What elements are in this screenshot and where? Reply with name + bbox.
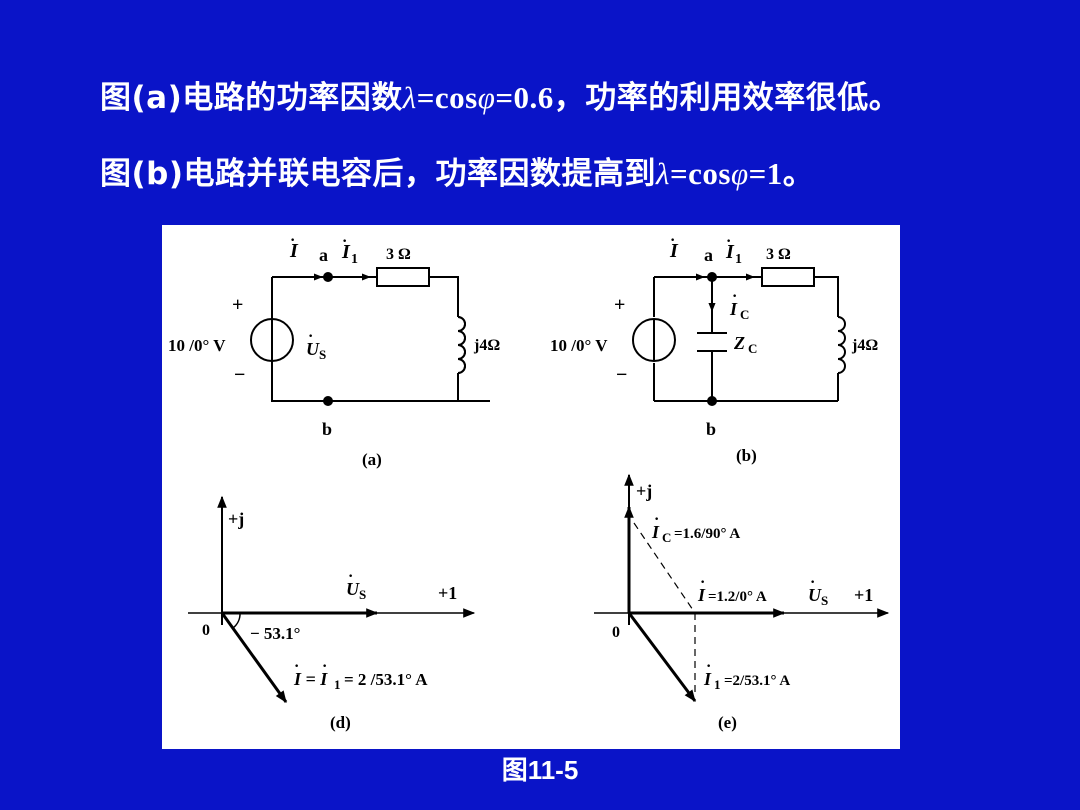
origin-e: 0 <box>612 624 620 641</box>
Ic-label-b: I <box>729 299 738 319</box>
line2-text-b: =1。 <box>748 156 815 191</box>
title-line-2: 图(b)电路并联电容后，功率因数提高到λ=cosφ=1。 <box>100 148 814 193</box>
current-I1-sub-b: 1 <box>735 252 742 267</box>
line2-text-a: 图(b)电路并联电容后，功率因数提高到 <box>100 156 657 192</box>
inductor-label-a: j4Ω <box>473 337 500 354</box>
Ic-e: I <box>651 522 660 542</box>
node-a-label-b: a <box>704 245 713 265</box>
label-a: (a) <box>362 450 382 469</box>
Us-sub-a: S <box>319 347 326 362</box>
node-b-label-b: b <box>706 419 716 439</box>
plus-b: + <box>614 294 625 316</box>
svg-text:·: · <box>670 232 675 249</box>
resistor-label-a: 3 Ω <box>386 246 411 263</box>
svg-text:·: · <box>726 233 731 250</box>
phasor-e <box>594 473 890 702</box>
circuit-a <box>271 267 490 402</box>
svg-text:·: · <box>654 511 659 528</box>
minus-b: − <box>616 364 627 386</box>
phasor-d <box>188 495 476 703</box>
phi-symbol: φ <box>730 156 749 191</box>
label-b: (b) <box>736 446 757 465</box>
lambda-symbol: λ <box>402 80 417 115</box>
source-label-b: 10 /0° V <box>550 336 608 355</box>
svg-text:·: · <box>294 658 299 675</box>
current-sub-d: 1 <box>334 677 341 692</box>
svg-text:·: · <box>322 658 327 675</box>
Us-sub-e: S <box>821 593 828 608</box>
Zc-label: Z <box>733 333 745 353</box>
Us-a: U <box>306 339 320 359</box>
line1-text-a: 图(a)电路的功率因数 <box>100 80 403 116</box>
source-label-a: 10 /0° V <box>168 336 226 355</box>
current-I1-sub-a: 1 <box>351 252 358 267</box>
current-I-b: I <box>669 240 679 262</box>
label-e: (e) <box>718 713 737 732</box>
current-d: I = I <box>293 669 328 689</box>
Zc-sub: C <box>748 341 757 356</box>
figure-panel: I · a I · 1 3 Ω + − 10 /0° V U · S j4Ω b… <box>162 225 900 749</box>
angle-d: − 53.1° <box>250 624 301 643</box>
svg-text:·: · <box>290 232 295 249</box>
I1-value-e: =2/53.1° A <box>724 673 790 689</box>
svg-text:·: · <box>342 233 347 250</box>
node-b-dot <box>323 396 333 406</box>
line2-cos: =cos <box>669 156 731 191</box>
lambda-symbol: λ <box>656 156 670 191</box>
svg-text:·: · <box>348 568 353 585</box>
minus-a: − <box>234 364 245 386</box>
line1-cos: =cos <box>416 80 478 115</box>
phi-symbol: φ <box>477 80 496 115</box>
origin-d: 0 <box>202 622 210 639</box>
Us-d: U <box>346 579 360 599</box>
Us-sub-d: S <box>359 587 366 602</box>
Ic-value-e: =1.6/90° A <box>674 526 740 542</box>
node-b-label: b <box>322 419 332 439</box>
Us-e: U <box>808 585 822 605</box>
real-axis-d: +1 <box>438 583 457 603</box>
svg-text:·: · <box>700 574 705 591</box>
Ic-sub-b: C <box>740 307 749 322</box>
node-b-dot-b <box>707 396 717 406</box>
node-a-dot-b <box>707 272 717 282</box>
inductor-b <box>837 316 846 374</box>
I-value-e: =1.2/0° A <box>708 589 767 605</box>
I1-sub-e: 1 <box>714 677 721 692</box>
resistor-label-b: 3 Ω <box>766 246 791 263</box>
inductor-a <box>457 316 466 374</box>
current-I1-b: I <box>725 241 735 263</box>
imag-axis-e: +j <box>636 481 652 501</box>
I1-e: I <box>703 669 712 689</box>
figure-caption: 图11-5 <box>501 755 579 785</box>
node-a-dot <box>323 272 333 282</box>
real-axis-e: +1 <box>854 585 873 605</box>
svg-text:·: · <box>308 328 313 345</box>
circuit-figure: I · a I · 1 3 Ω + − 10 /0° V U · S j4Ω b… <box>168 232 890 732</box>
Ic-sub-e: C <box>662 530 671 545</box>
title-line-1: 图(a)电路的功率因数λ=cosφ=0.6，功率的利用效率很低。 <box>100 72 900 117</box>
line1-text-b: =0.6，功率的利用效率很低。 <box>495 80 901 115</box>
current-value-d: = 2 /53.1° A <box>344 670 428 689</box>
svg-text:·: · <box>732 288 737 305</box>
imag-axis-d: +j <box>228 509 244 529</box>
current-I1-a: I <box>341 241 351 263</box>
plus-a: + <box>232 294 243 316</box>
label-d: (d) <box>330 713 351 732</box>
I-e: I <box>697 585 706 605</box>
svg-text:·: · <box>810 574 815 591</box>
current-I-a: I <box>289 240 299 262</box>
inductor-label-b: j4Ω <box>851 337 878 354</box>
circuit-a-wires <box>271 277 458 402</box>
node-a-label: a <box>319 245 328 265</box>
circuit-b <box>653 267 839 402</box>
svg-text:·: · <box>706 658 711 675</box>
